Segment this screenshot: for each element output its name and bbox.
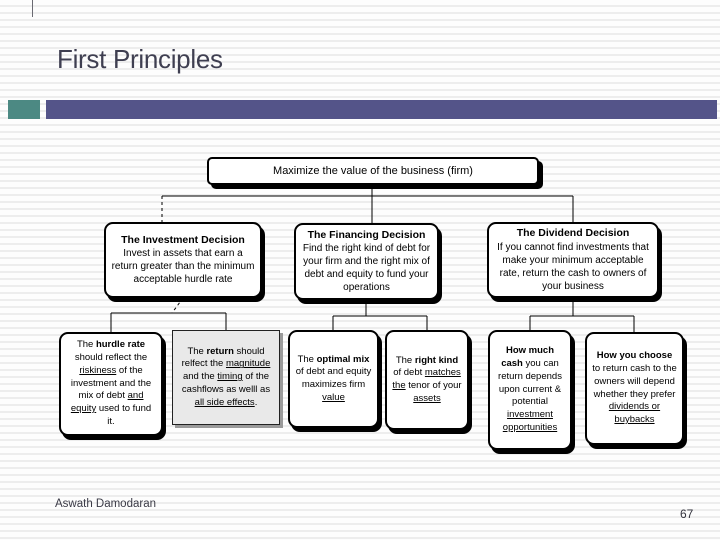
node-right-kind-of-debt-text: The right kind of debt matches the tenor… <box>392 354 462 404</box>
node-return-measure-text: The return should relfect the magnitude … <box>181 345 271 408</box>
node-hurdle-rate-text: The hurdle rate should reflect the riski… <box>70 339 152 427</box>
accent-bar-purple <box>46 100 717 119</box>
node-investment-decision-body: Invest in assets that earn a return grea… <box>111 248 255 286</box>
node-how-much-cash-text: How much cash you can return depends upo… <box>498 345 562 433</box>
node-financing-decision: The Financing Decision Find the right ki… <box>294 223 439 300</box>
node-financing-decision-body: Find the right kind of debt for your fir… <box>302 243 431 294</box>
node-how-to-return-cash-text: How you choose to return cash to the own… <box>592 350 677 425</box>
node-return-measure: The return should relfect the magnitude … <box>172 330 280 425</box>
node-dividend-decision-body: If you cannot find investments that make… <box>497 241 649 292</box>
node-hurdle-rate: The hurdle rate should reflect the riski… <box>59 332 163 436</box>
footer-author: Aswath Damodaran <box>55 498 156 510</box>
corner-tick-line <box>32 0 33 17</box>
node-how-much-cash: How much cash you can return depends upo… <box>488 330 572 450</box>
node-how-to-return-cash: How you choose to return cash to the own… <box>585 332 684 445</box>
node-right-kind-of-debt: The right kind of debt matches the tenor… <box>385 330 469 430</box>
node-optimal-mix: The optimal mix of debt and equity maxim… <box>288 330 379 428</box>
node-investment-decision-title: The Investment Decision <box>121 233 245 246</box>
node-dividend-decision: The Dividend Decision If you cannot find… <box>487 222 659 298</box>
diagram-root-node: Maximize the value of the business (firm… <box>207 157 539 185</box>
accent-bar-teal <box>8 100 40 119</box>
diagram-root-label: Maximize the value of the business (firm… <box>273 165 473 177</box>
node-optimal-mix-text: The optimal mix of debt and equity maxim… <box>295 353 372 403</box>
node-dividend-decision-title: The Dividend Decision <box>516 227 630 240</box>
page-number: 67 <box>680 507 694 521</box>
node-investment-decision: The Investment Decision Invest in assets… <box>104 222 262 298</box>
node-financing-decision-title: The Financing Decision <box>307 228 426 241</box>
slide-title: First Principles <box>57 44 223 74</box>
